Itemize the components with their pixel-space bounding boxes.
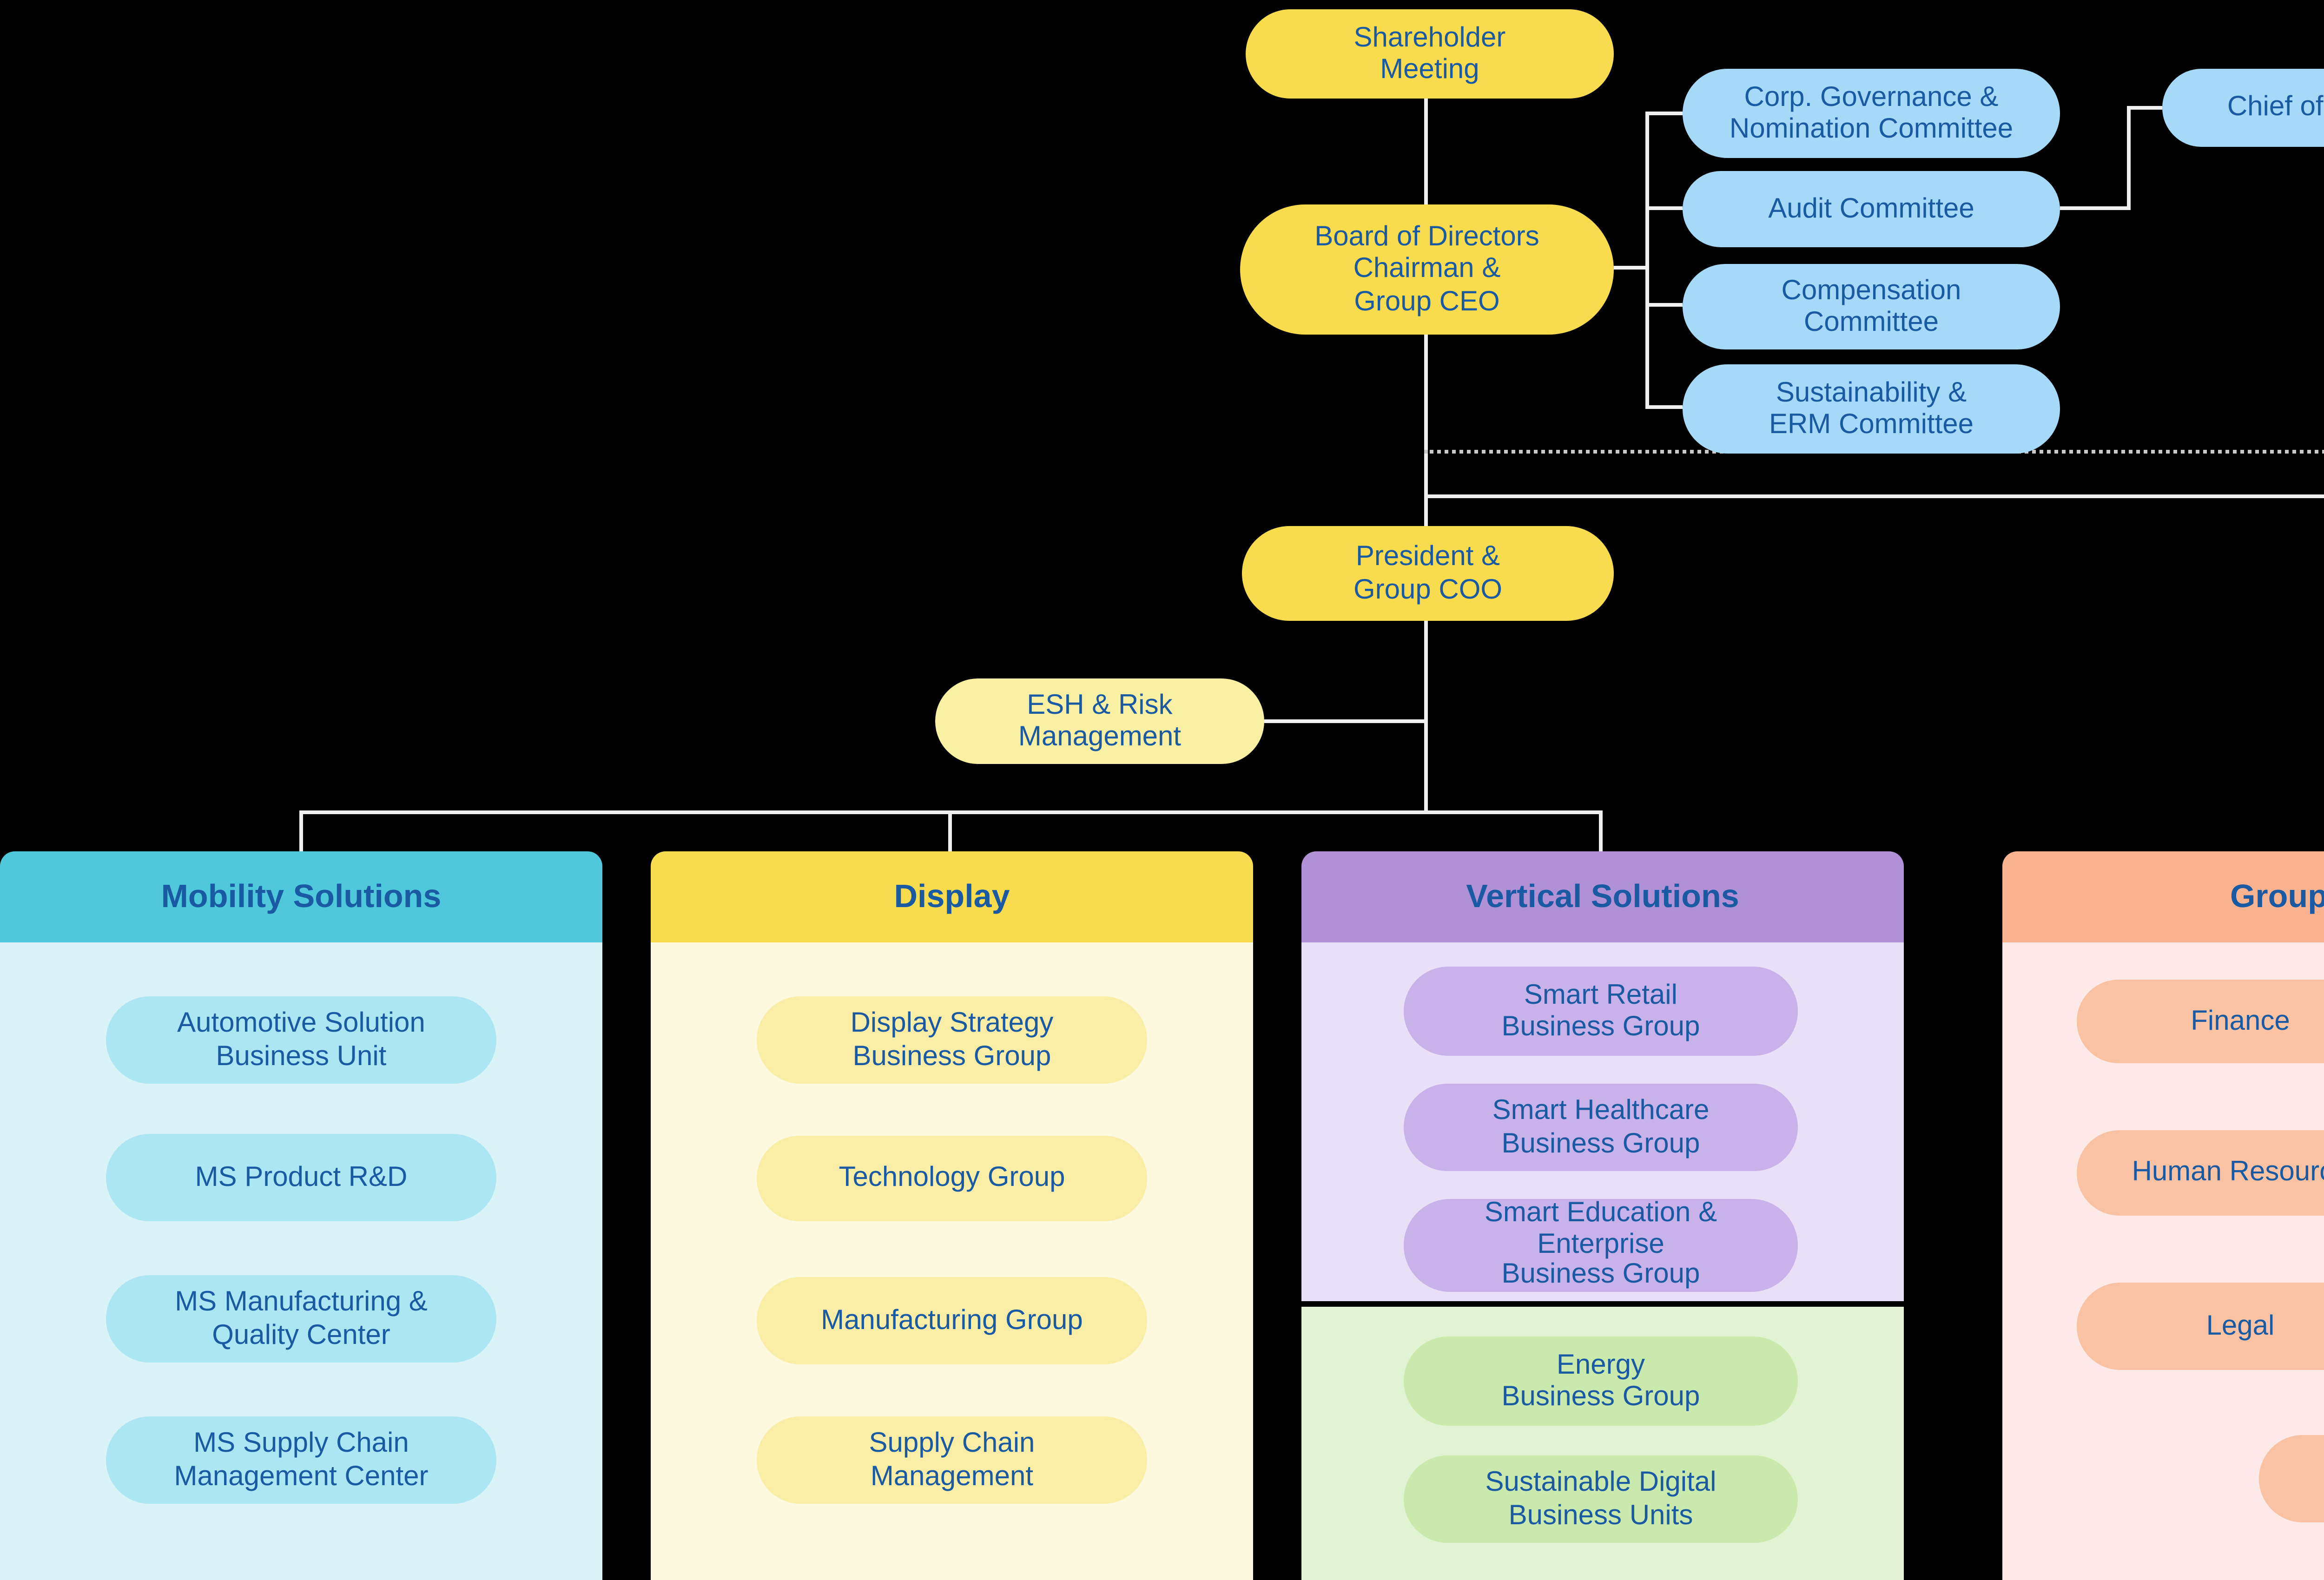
- connector-line: [1614, 266, 1647, 270]
- unit-label: MS Manufacturing & Quality Center: [175, 1286, 428, 1350]
- unit-ms-product-rd: MS Product R&D: [106, 1134, 496, 1221]
- node-label: Audit Committee: [1768, 193, 1974, 225]
- dept-header-mobility-solutions: Mobility Solutions: [0, 851, 602, 942]
- node-label: Compensation Committee: [1781, 274, 1961, 338]
- connector-line: [2127, 106, 2131, 210]
- unit-auditing: Auditing: [2259, 1435, 2324, 1522]
- unit-automotive-solution-bu: Automotive Solution Business Unit: [106, 996, 496, 1084]
- connector-line: [1424, 621, 1428, 812]
- unit-manufacturing-group: Manufacturing Group: [757, 1277, 1147, 1364]
- unit-label: Finance: [2191, 1005, 2290, 1037]
- unit-ms-supply-chain: MS Supply Chain Management Center: [106, 1416, 496, 1504]
- unit-label: Smart Education & Enterprise Business Gr…: [1484, 1198, 1717, 1290]
- connector-line: [1649, 405, 1683, 409]
- dept-column-display: Display Display Strategy Business Group …: [651, 851, 1253, 1580]
- unit-smart-healthcare-bg: Smart Healthcare Business Group: [1404, 1084, 1798, 1171]
- node-label: Corp. Governance & Nomination Committee: [1729, 81, 2014, 145]
- connector-line: [1649, 303, 1683, 307]
- unit-energy-bg: Energy Business Group: [1404, 1336, 1798, 1426]
- node-committee-compensation: Compensation Committee: [1683, 264, 2060, 349]
- connector-line: [1649, 112, 1683, 115]
- unit-smart-retail-bg: Smart Retail Business Group: [1404, 967, 1798, 1056]
- unit-label: Energy Business Group: [1501, 1349, 1700, 1413]
- unit-label: MS Supply Chain Management Center: [174, 1428, 429, 1492]
- dept-header-vertical-solutions: Vertical Solutions: [1301, 851, 1904, 942]
- node-label: Board of Directors Chairman & Group CEO: [1314, 221, 1539, 317]
- node-committee-audit: Audit Committee: [1683, 171, 2060, 247]
- unit-finance: Finance: [2077, 980, 2324, 1063]
- unit-smart-education-enterprise-bg: Smart Education & Enterprise Business Gr…: [1404, 1198, 1798, 1292]
- node-label: ESH & Risk Management: [1018, 689, 1182, 753]
- unit-label: Supply Chain Management: [869, 1428, 1035, 1492]
- unit-legal: Legal: [2077, 1283, 2324, 1370]
- unit-label: Human Resource: [2132, 1157, 2324, 1189]
- unit-label: Legal: [2206, 1310, 2275, 1342]
- unit-sustainable-digital-bu: Sustainable Digital Business Units: [1404, 1455, 1798, 1543]
- connector-line: [1649, 206, 1683, 210]
- connector-line: [299, 810, 303, 851]
- connector-line: [1264, 719, 1426, 723]
- node-label: Sustainability & ERM Committee: [1769, 376, 1974, 441]
- connector-line: [1424, 99, 1428, 204]
- unit-label: Manufacturing Group: [821, 1304, 1083, 1336]
- node-label: President & Group COO: [1353, 541, 1503, 605]
- unit-label: Technology Group: [838, 1162, 1065, 1194]
- unit-label: Automotive Solution Business Unit: [177, 1007, 425, 1072]
- connector-line: [1645, 112, 1649, 409]
- node-committee-governance: Corp. Governance & Nomination Committee: [1683, 69, 2060, 158]
- node-shareholder-meeting: Shareholder Meeting: [1246, 9, 1614, 99]
- unit-label: Display Strategy Business Group: [850, 1007, 1054, 1072]
- connector-line: [2131, 106, 2162, 110]
- node-committee-sustainability-erm: Sustainability & ERM Committee: [1683, 364, 2060, 454]
- dept-column-group-infrastructure: Group Infrastructure Unit Finance Digita…: [2002, 851, 2324, 1580]
- node-board-of-directors: Board of Directors Chairman & Group CEO: [1240, 204, 1614, 335]
- unit-display-strategy-bg: Display Strategy Business Group: [757, 996, 1147, 1084]
- connector-line: [2060, 206, 2131, 210]
- unit-ms-manufacturing-quality: MS Manufacturing & Quality Center: [106, 1275, 496, 1363]
- unit-label: Smart Retail Business Group: [1501, 979, 1700, 1043]
- connector-line: [948, 810, 952, 851]
- dept-column-mobility-solutions: Mobility Solutions Automotive Solution B…: [0, 851, 602, 1580]
- node-chief-of-compliance: Chief of Compliance: [2162, 69, 2324, 147]
- connector-line: [1599, 810, 1603, 851]
- unit-label: Sustainable Digital Business Units: [1485, 1467, 1717, 1531]
- node-president-group-coo: President & Group COO: [1242, 526, 1614, 621]
- connector-line: [1424, 494, 2324, 498]
- node-label: Chief of Compliance: [2227, 92, 2324, 124]
- node-label: Shareholder Meeting: [1353, 21, 1506, 86]
- unit-label: MS Product R&D: [195, 1161, 408, 1193]
- unit-label: Smart Healthcare Business Group: [1492, 1095, 1710, 1159]
- unit-technology-group: Technology Group: [757, 1136, 1147, 1221]
- dept-header-display: Display: [651, 851, 1253, 942]
- unit-human-resource: Human Resource: [2077, 1130, 2324, 1216]
- unit-supply-chain-management: Supply Chain Management: [757, 1416, 1147, 1504]
- dept-column-vertical-solutions: Vertical Solutions Smart Retail Business…: [1301, 851, 1904, 1580]
- connector-line: [1424, 335, 1428, 526]
- node-esh-risk-management: ESH & Risk Management: [935, 678, 1264, 764]
- dept-header-group-infrastructure: Group Infrastructure Unit: [2002, 851, 2324, 942]
